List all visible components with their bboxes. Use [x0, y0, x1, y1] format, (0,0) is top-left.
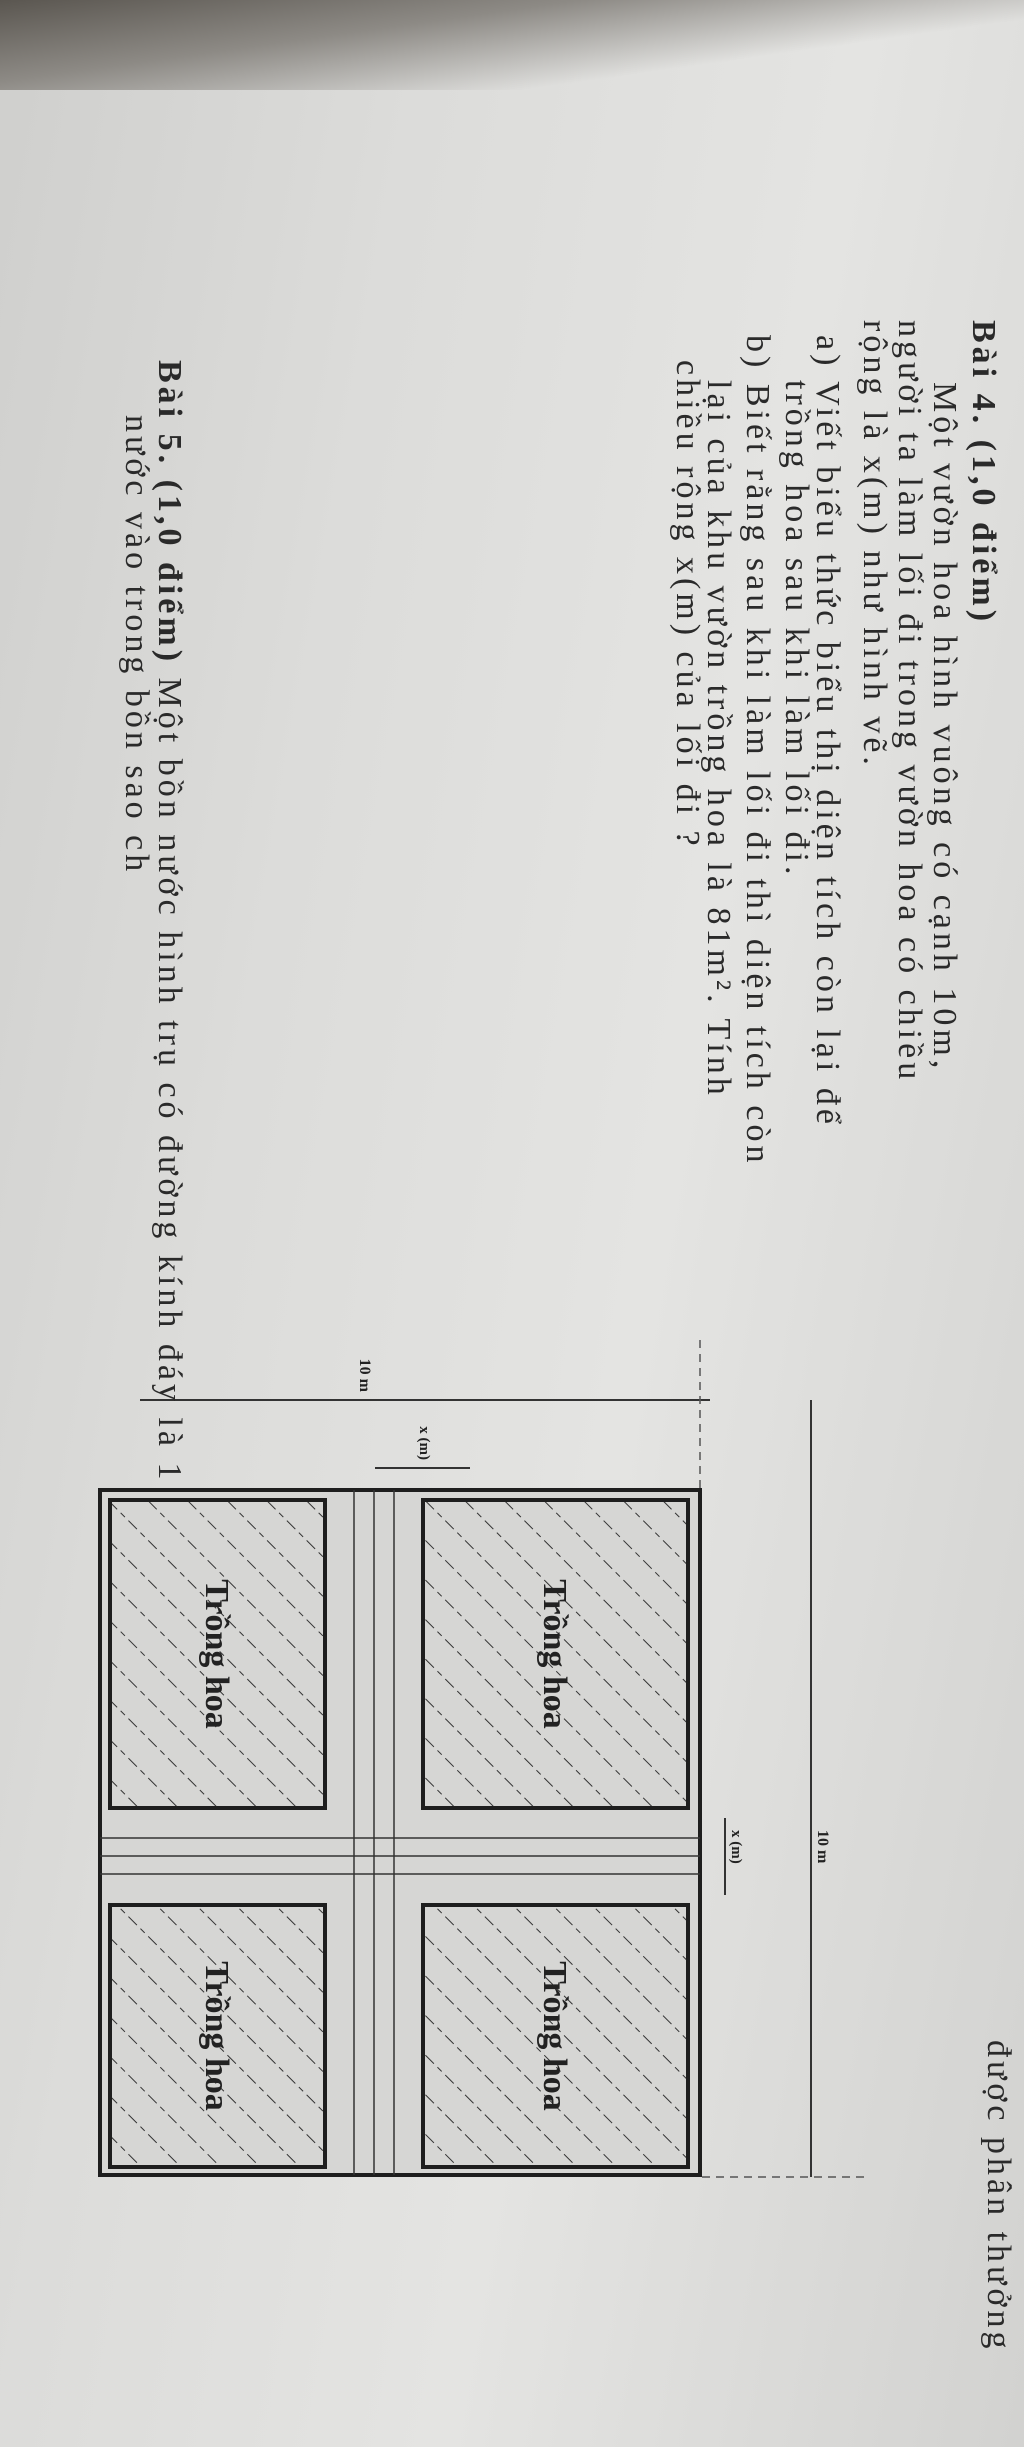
- flower-bed: [108, 1903, 327, 2169]
- flower-bed-label: Trồng hoa: [536, 1579, 573, 1729]
- flower-bed: [108, 1498, 327, 1810]
- flower-bed-label: Trồng hoa: [536, 1961, 573, 2111]
- flower-bed-label: Trồng hoa: [198, 1961, 235, 2111]
- problem-5-line: Bài 5. (1,0 điểm) Một bồn nước hình trụ …: [151, 360, 188, 1484]
- side-length-label: 10 m: [356, 1359, 373, 1393]
- path-width-label: x (m): [728, 1830, 744, 1864]
- photo-shadow: [0, 0, 1024, 90]
- problem-5-line: nước vào trong bồn sao ch: [118, 415, 155, 876]
- walkway: [100, 1490, 700, 2175]
- side-length-label: 10 m: [814, 1830, 831, 1864]
- flower-bed: [421, 1498, 690, 1810]
- flower-bed-label: Trồng hoa: [198, 1579, 235, 1729]
- flower-bed: [421, 1903, 690, 2169]
- path-width-label: x (m): [416, 1426, 432, 1460]
